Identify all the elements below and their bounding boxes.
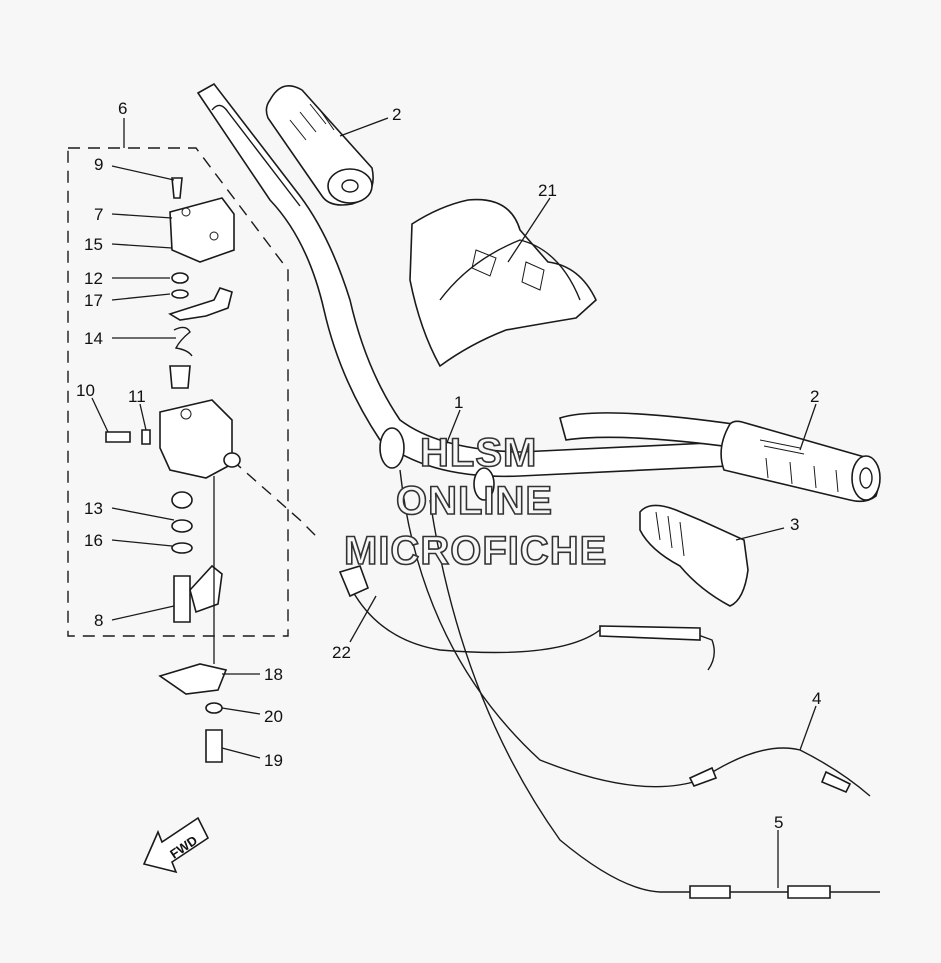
- washer-16: [171, 542, 193, 554]
- callout-19: 19: [264, 751, 283, 770]
- collar: [169, 365, 191, 389]
- callout-11: 11: [128, 387, 146, 406]
- handlebar-cover: [409, 198, 597, 368]
- callout-21: 21: [538, 181, 557, 200]
- watermark-line-2: ONLINE: [396, 479, 553, 523]
- washer-13b: [171, 519, 193, 533]
- callout-4: 4: [812, 689, 821, 708]
- callout-15: 15: [84, 235, 103, 254]
- bolt-11: [141, 429, 151, 445]
- callout-1: 1: [454, 393, 463, 412]
- right-grip: [720, 420, 881, 503]
- switch-boot: [639, 504, 749, 607]
- callout-6: 6: [118, 99, 127, 118]
- callout-2-right: 2: [810, 387, 819, 406]
- callout-2-left: 2: [392, 105, 401, 124]
- cable-5: [429, 499, 880, 893]
- throttle-cable: [351, 589, 715, 671]
- callout-13: 13: [84, 499, 103, 518]
- throttle-lever-8: [173, 564, 223, 623]
- lever-14-bracket: [168, 287, 233, 321]
- spring-14: [173, 326, 193, 357]
- watermark: HLSM ONLINE MICROFICHE: [343, 430, 607, 574]
- callout-20: 20: [264, 707, 283, 726]
- throttle-cable-adjuster: [338, 565, 370, 598]
- callout-10: 10: [76, 381, 95, 400]
- cable-routing-dashed: [231, 459, 321, 541]
- left-grip: [265, 84, 374, 206]
- nut-12: [171, 272, 189, 284]
- callout-labels: 6 9 7 15 12 17 14 10 11 13 16 8 18 20 19…: [76, 99, 821, 832]
- throttle-assembly-boundary: [67, 147, 289, 637]
- callout-16: 16: [84, 531, 103, 550]
- leader-lines: [91, 117, 817, 888]
- callout-3: 3: [790, 515, 799, 534]
- callout-18: 18: [264, 665, 283, 684]
- bolt-10: [105, 431, 131, 443]
- watermark-line-3: MICROFICHE: [344, 529, 607, 573]
- bar-clamp-2: [473, 467, 495, 501]
- clamp-18: [158, 663, 228, 695]
- washer-20: [205, 702, 223, 714]
- handlebar: [196, 82, 741, 478]
- throttle-housing: [159, 399, 241, 479]
- callout-7: 7: [94, 205, 103, 224]
- callout-5: 5: [774, 813, 783, 832]
- callout-14: 14: [84, 329, 103, 348]
- callout-8: 8: [94, 611, 103, 630]
- callout-22: 22: [332, 643, 351, 662]
- cable-4: [399, 469, 871, 797]
- screw-9: [171, 177, 183, 199]
- callout-17: 17: [84, 291, 103, 310]
- throttle-cover: [169, 197, 235, 263]
- watermark-line-1: HLSM: [420, 431, 537, 475]
- seal-13: [171, 491, 193, 509]
- callout-9: 9: [94, 155, 103, 174]
- washer-17: [171, 289, 189, 299]
- fwd-arrow-icon: FWD: [142, 816, 210, 874]
- callout-12: 12: [84, 269, 103, 288]
- bar-clamp: [379, 427, 405, 469]
- bolt-19: [205, 729, 223, 763]
